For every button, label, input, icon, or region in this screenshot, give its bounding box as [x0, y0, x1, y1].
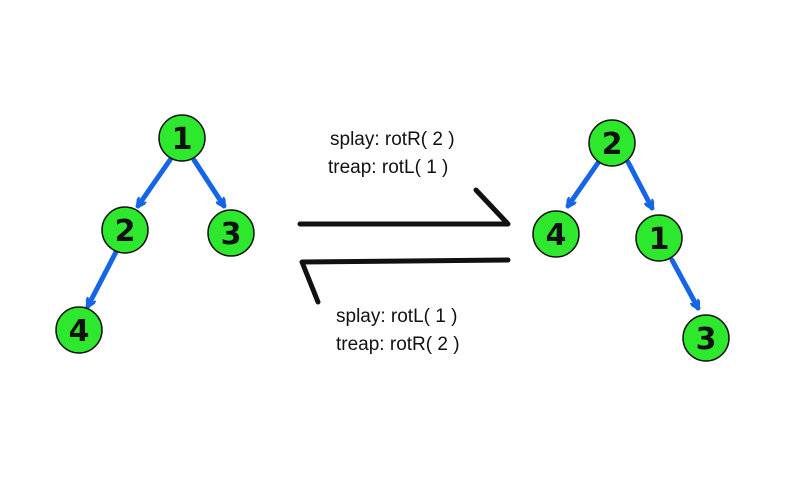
right-node-2: 2 [588, 119, 636, 167]
left-node-3: 3 [207, 209, 255, 257]
right-node-3: 3 [682, 314, 730, 362]
right-node-2-label: 2 [602, 127, 623, 162]
left-node-1: 1 [158, 114, 206, 162]
right-node-4-label: 4 [546, 218, 567, 253]
forward-treap-label: treap: rotL( 1 ) [328, 157, 448, 178]
left-node-1-label: 1 [172, 122, 193, 157]
backward-harpoon-arrow [299, 257, 511, 305]
right-node-3-label: 3 [696, 322, 717, 357]
right-node-1: 1 [635, 214, 683, 262]
edge-1-3 [191, 157, 227, 206]
left-node-2: 2 [101, 206, 149, 254]
edge-1-2 [135, 157, 173, 206]
backward-treap-label: treap: rotR( 2 ) [336, 334, 460, 355]
left-node-4-label: 4 [69, 314, 90, 349]
forward-splay-label: splay: rotR( 2 ) [330, 129, 455, 150]
right-node-4: 4 [532, 210, 580, 258]
left-node-4: 4 [55, 306, 103, 354]
edge-2-4-right [565, 157, 603, 206]
forward-harpoon-arrow [297, 187, 511, 227]
left-node-3-label: 3 [221, 217, 242, 252]
edge-2-1-right [625, 159, 655, 208]
backward-splay-label: splay: rotL( 1 ) [336, 306, 457, 327]
left-node-2-label: 2 [115, 214, 136, 249]
edge-2-4 [85, 249, 119, 306]
right-node-1-label: 1 [649, 222, 670, 257]
edge-1-3-right [669, 257, 701, 308]
